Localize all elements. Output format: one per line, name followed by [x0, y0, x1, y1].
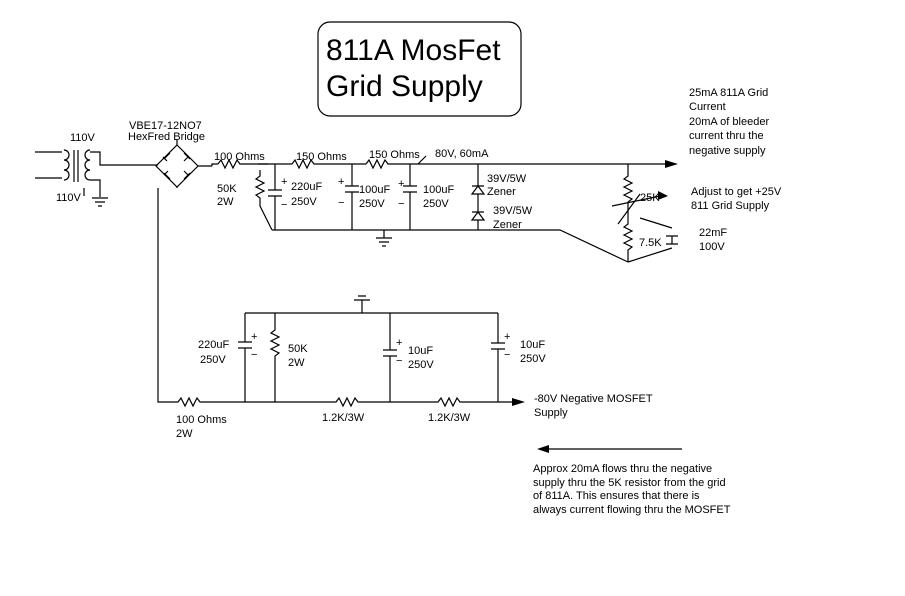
- transformer-secondary: 110V: [56, 192, 82, 204]
- pos-c2-value: 100uF: [359, 184, 390, 196]
- svg-text:−: −: [281, 199, 287, 211]
- neg-c3-voltage: 250V: [520, 353, 546, 365]
- title-line2: Grid Supply: [326, 70, 483, 103]
- pos-c1-voltage: 250V: [291, 196, 317, 208]
- neg-c2-value: 10uF: [408, 345, 433, 357]
- pos-c1-value: 220uF: [291, 181, 322, 193]
- grid-note-line2: Current: [689, 101, 726, 113]
- negative-supply: + − 220uF 250V 50K 2W + − 10uF 250V + − …: [157, 188, 653, 440]
- neg-r1-power: 2W: [176, 428, 193, 440]
- adjust-note-line2: 811 Grid Supply: [691, 200, 770, 212]
- pos-r2-label: 150 Ohms: [296, 151, 347, 163]
- svg-text:−: −: [338, 197, 344, 209]
- current-note: Approx 20mA flows thru the negative supp…: [533, 445, 731, 516]
- note-line4: always current flowing thru the MOSFET: [533, 504, 731, 516]
- svg-text:+: +: [396, 337, 402, 349]
- grid-note-line1: 25mA 811A Grid: [689, 87, 768, 99]
- zener2-type: Zener: [493, 219, 522, 231]
- svg-text:−: −: [398, 198, 404, 210]
- svg-text:+: +: [398, 178, 404, 190]
- neg-c2-voltage: 250V: [408, 359, 434, 371]
- neg-c1-voltage: 250V: [200, 354, 226, 366]
- zener2-rating: 39V/5W: [493, 205, 533, 217]
- pos-bleeder-power: 2W: [217, 196, 234, 208]
- svg-text:−: −: [251, 349, 257, 361]
- neg-bleeder-power: 2W: [288, 357, 305, 369]
- neg-output-line2: Supply: [534, 407, 568, 419]
- pos-c2-voltage: 250V: [359, 198, 385, 210]
- bridge-rectifier: VBE17-12NO7 HexFred Bridge: [128, 120, 212, 188]
- svg-text:+: +: [338, 176, 344, 188]
- grid-note-line4: current thru the: [689, 130, 764, 142]
- neg-output-line1: -80V Negative MOSFET: [534, 393, 653, 405]
- transformer-primary: 110V: [70, 132, 96, 144]
- pos-bleeder-value: 50K: [217, 183, 237, 195]
- bridge-part: VBE17-12NO7: [129, 120, 202, 132]
- positive-supply: 100 Ohms 150 Ohms 150 Ohms 80V, 60mA 50K…: [211, 148, 678, 263]
- grid-note-line3: 20mA of bleeder: [689, 116, 769, 128]
- neg-r1-value: 100 Ohms: [176, 414, 227, 426]
- neg-r2-label: 1.2K/3W: [322, 412, 365, 424]
- svg-text:+: +: [504, 331, 510, 343]
- grid-r-lower-label: 7.5K: [639, 237, 662, 249]
- note-line1: Approx 20mA flows thru the negative: [533, 463, 712, 475]
- grid-pot-label: 25K: [640, 192, 660, 204]
- note-line2: supply thru the 5K resistor from the gri…: [533, 477, 726, 489]
- pos-c3-voltage: 250V: [423, 198, 449, 210]
- title-box: 811A MosFet Grid Supply: [317, 21, 522, 117]
- bridge-type: HexFred Bridge: [128, 131, 205, 143]
- zener1-type: Zener: [487, 186, 516, 198]
- pos-r3-label: 150 Ohms: [369, 149, 420, 161]
- pos-c3-value: 100uF: [423, 184, 454, 196]
- neg-bleeder-value: 50K: [288, 343, 308, 355]
- title-line1: 811A MosFet: [326, 34, 501, 67]
- grid-note-line5: negative supply: [689, 145, 766, 157]
- grid-output-network: 25K 7.5K 22mF 100V Adjust to get +25V 81…: [611, 87, 782, 263]
- grid-cap-voltage: 100V: [699, 241, 725, 253]
- svg-text:+: +: [281, 176, 287, 188]
- svg-text:−: −: [504, 349, 510, 361]
- neg-c3-value: 10uF: [520, 339, 545, 351]
- grid-cap-value: 22mF: [699, 227, 727, 239]
- pos-r1-label: 100 Ohms: [214, 151, 265, 163]
- transformer: 110V 110V: [35, 132, 158, 207]
- neg-r3-label: 1.2K/3W: [428, 412, 471, 424]
- svg-text:−: −: [396, 355, 402, 367]
- rail-voltage-label: 80V, 60mA: [435, 148, 489, 160]
- note-line3: of 811A. This ensures that there is: [533, 490, 700, 502]
- zener1-rating: 39V/5W: [487, 173, 527, 185]
- svg-text:+: +: [251, 331, 257, 343]
- neg-c1-value: 220uF: [198, 339, 229, 351]
- adjust-note-line1: Adjust to get +25V: [691, 186, 782, 198]
